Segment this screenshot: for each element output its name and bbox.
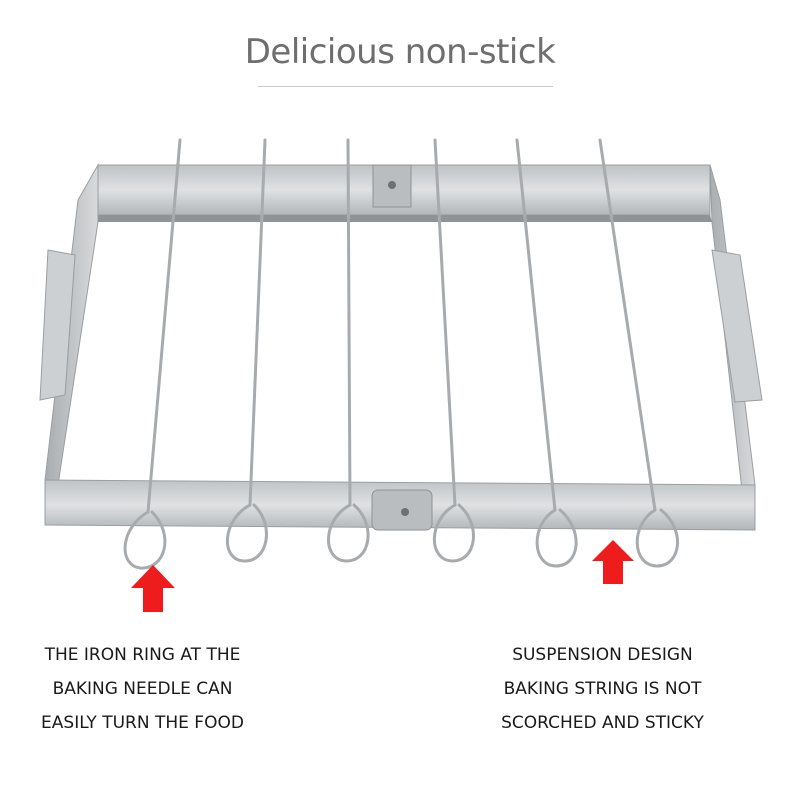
skewer-set xyxy=(123,138,679,570)
skewer-4 xyxy=(432,138,475,563)
caption-line: SCORCHED AND STICKY xyxy=(501,713,704,733)
skewer-3 xyxy=(327,138,370,563)
caption-line: THE IRON RING AT THE xyxy=(44,645,241,665)
skewer-5 xyxy=(515,138,578,568)
caption-line: EASILY TURN THE FOOD xyxy=(41,713,244,733)
red-up-arrow-icon xyxy=(592,540,634,584)
caption-iron-ring: THE IRON RING AT THE BAKING NEEDLE CAN E… xyxy=(10,638,275,740)
caption-suspension-design: SUSPENSION DESIGN BAKING STRING IS NOT S… xyxy=(470,638,735,740)
caption-line: BAKING NEEDLE CAN xyxy=(52,679,233,699)
skewer-6 xyxy=(598,138,679,568)
rack-right-wall xyxy=(709,164,763,491)
page-title: Delicious non-stick xyxy=(244,32,556,72)
rack-back-wall xyxy=(96,164,712,222)
red-up-arrow-icon xyxy=(131,565,175,612)
skewer-2 xyxy=(226,138,268,563)
skewer-1 xyxy=(123,138,182,570)
rack-left-wall xyxy=(39,163,99,486)
rack-front-wall xyxy=(44,479,756,531)
title-divider xyxy=(258,86,553,87)
caption-line: SUSPENSION DESIGN xyxy=(512,645,693,665)
caption-line: BAKING STRING IS NOT xyxy=(503,679,702,699)
